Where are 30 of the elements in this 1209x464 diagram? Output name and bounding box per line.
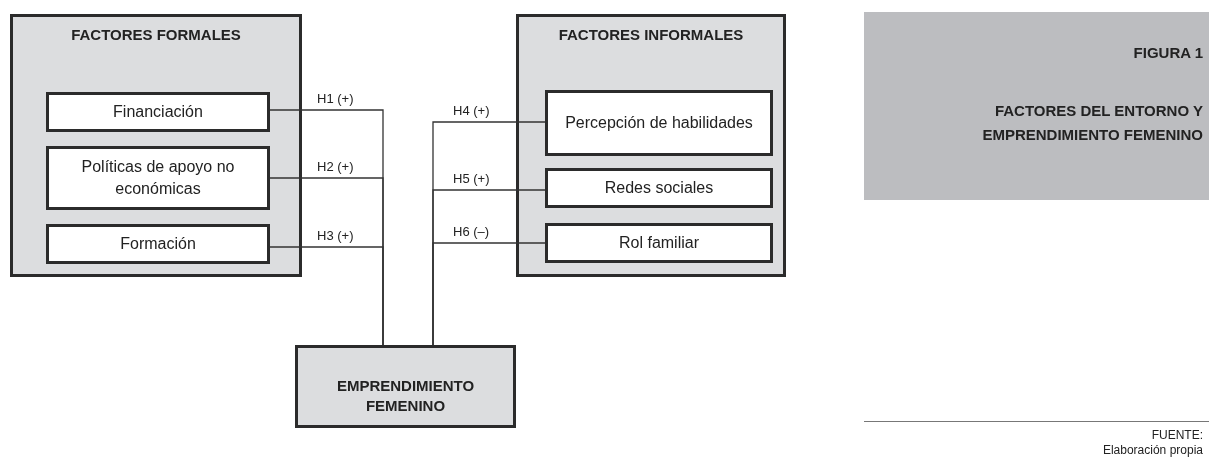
factor-box — [545, 168, 773, 208]
heading: FACTORES INFORMALES — [557, 25, 745, 45]
source-note: Elaboración propia — [1102, 443, 1203, 458]
factor-label: Políticas de apoyo no económicas — [80, 157, 236, 199]
figure-number: FIGURA 1 — [1133, 43, 1203, 63]
factor-box — [46, 146, 270, 210]
outcome-box — [295, 345, 516, 428]
factor-box — [46, 92, 270, 132]
factor-label: Formación — [119, 234, 197, 254]
edge-label: H5 (+) — [452, 171, 491, 187]
edge-label: H3 (+) — [316, 228, 355, 244]
factor-label: Rol familiar — [618, 233, 700, 253]
figure-title: FACTORES DEL ENTORNO Y EMPRENDIMIENTO FEMENINO — [981, 100, 1203, 145]
heading: EMPRENDIMIENTO FEMENINO — [335, 376, 476, 416]
source-note: FUENTE: — [1151, 428, 1203, 443]
edge-label: H6 (–) — [452, 224, 491, 240]
heading: FACTORES FORMALES — [70, 25, 242, 45]
factor-box — [545, 223, 773, 263]
group-panel — [10, 14, 302, 277]
connector-line — [432, 242, 546, 346]
group-panel — [516, 14, 786, 277]
edge-label: H4 (+) — [452, 103, 491, 119]
connector-line — [269, 246, 384, 346]
edge-label: H2 (+) — [316, 159, 355, 175]
factor-label: Redes sociales — [603, 178, 715, 198]
factor-label: Percepción de habilidades — [564, 113, 754, 133]
edge-label: H1 (+) — [316, 91, 355, 107]
factor-box — [545, 90, 773, 156]
factor-label: Financiación — [112, 102, 204, 122]
factor-box — [46, 224, 270, 264]
